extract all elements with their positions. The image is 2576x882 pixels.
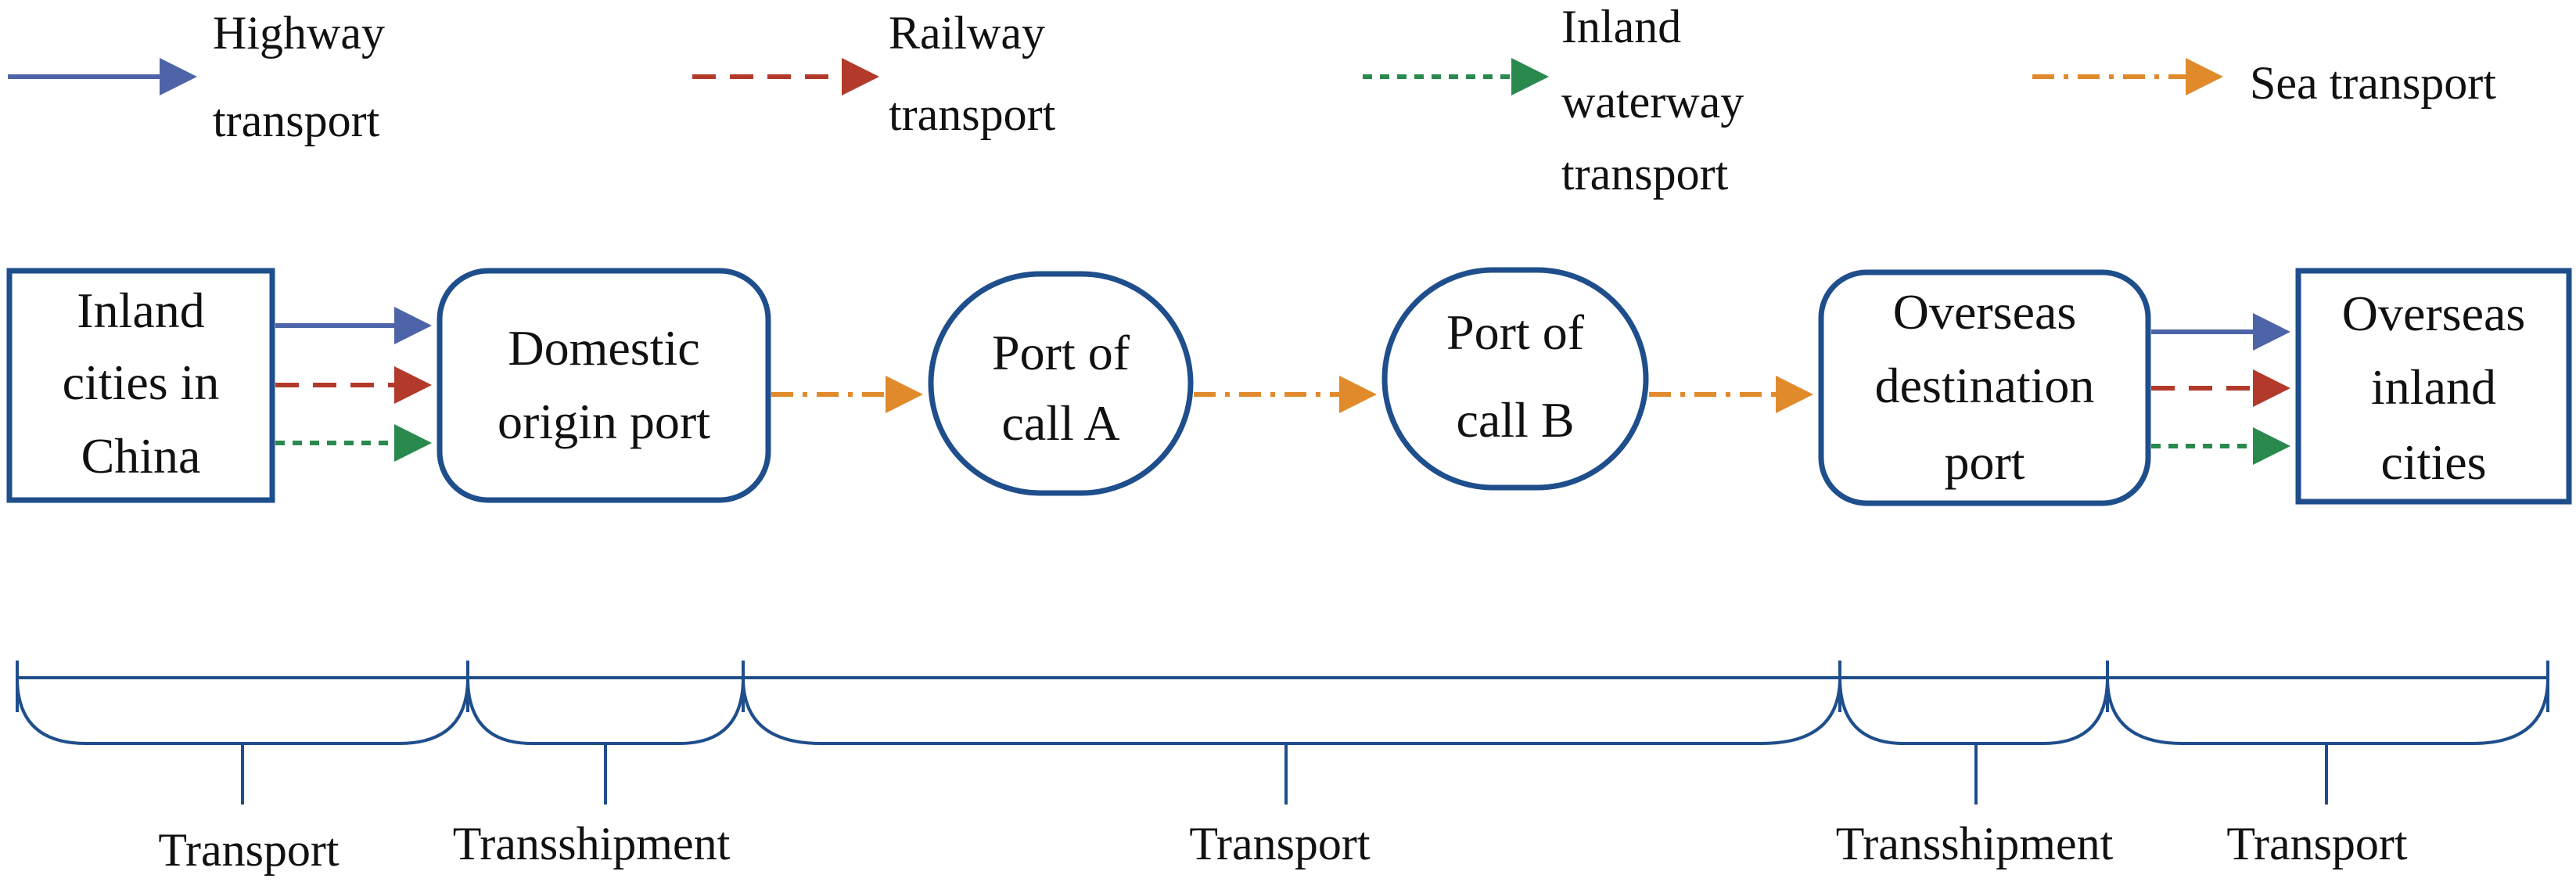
phase-label-transshipment-2: Transshipment [1836, 818, 2114, 869]
node-overseas-inland-line2: inland [2371, 359, 2496, 415]
legend-highway-label-line1: Highway [213, 7, 385, 59]
node-inland-china-line1: Inland [77, 283, 205, 338]
brace-transport-3 [2106, 677, 2549, 745]
node-overseas-port-line1: Overseas [1893, 284, 2077, 340]
legend-waterway: Inland waterway transport [1363, 1, 1744, 200]
brace-transshipment-1 [466, 677, 745, 745]
node-overseas-destination-port: Overseas destination port [1818, 269, 2151, 506]
legend-highway-label-line2: transport [213, 95, 380, 146]
node-inland-china-line2: cities in [63, 355, 220, 410]
node-domestic-port-line1: Domestic [508, 320, 699, 376]
brace-transport-2 [742, 677, 1841, 745]
connectors-overseas-port-to-inland [2151, 313, 2290, 465]
phase-label-transshipment-1: Transshipment [453, 818, 731, 869]
node-overseas-inland-line3: cities [2380, 434, 2486, 490]
phase-timeline: Transport Transshipment Transport Transs… [16, 661, 2549, 876]
legend-railway-label-line1: Railway [889, 7, 1045, 59]
node-port-of-call-a: Port of call A [928, 271, 1194, 496]
legend-railway: Railway transport [692, 7, 1056, 140]
legend-waterway-label-line2: waterway [1561, 76, 1744, 128]
timeline-braces [16, 677, 2549, 805]
legend-waterway-label-line3: transport [1561, 148, 1729, 200]
legend-railway-label-line2: transport [889, 88, 1056, 140]
timeline-ticks [16, 661, 2549, 712]
node-inland-china: Inland cities in China [6, 268, 275, 503]
node-port-b-line2: call B [1456, 392, 1574, 448]
brace-transshipment-2 [1838, 677, 2109, 745]
phase-label-transport-3: Transport [2226, 818, 2407, 869]
node-overseas-inland-line1: Overseas [2342, 286, 2526, 341]
phase-label-transport-2: Transport [1189, 818, 1370, 869]
node-overseas-inland-cities: Overseas inland cities [2295, 268, 2572, 505]
legend-sea: Sea transport [2032, 57, 2496, 109]
node-overseas-port-line2: destination [1875, 358, 2095, 413]
node-port-a-line1: Port of [992, 325, 1130, 380]
node-port-of-call-b: Port of call B [1381, 267, 1649, 491]
phase-label-transport-1: Transport [158, 824, 339, 876]
node-inland-china-line3: China [81, 428, 201, 484]
connectors-inland-to-domestic [275, 307, 432, 462]
node-port-b-line1: Port of [1446, 304, 1585, 360]
node-port-a-line2: call A [1001, 395, 1119, 451]
legend-sea-label: Sea transport [2250, 57, 2496, 109]
node-domestic-origin-port: Domestic origin port [437, 268, 771, 503]
legend-highway: Highway transport [8, 7, 385, 146]
legend-waterway-label-line1: Inland [1561, 1, 1681, 52]
node-overseas-port-line3: port [1944, 434, 2025, 490]
legend: Highway transport Railway transport Inla… [8, 1, 2496, 200]
node-domestic-port-line2: origin port [498, 394, 710, 449]
brace-transport-1 [16, 677, 469, 745]
